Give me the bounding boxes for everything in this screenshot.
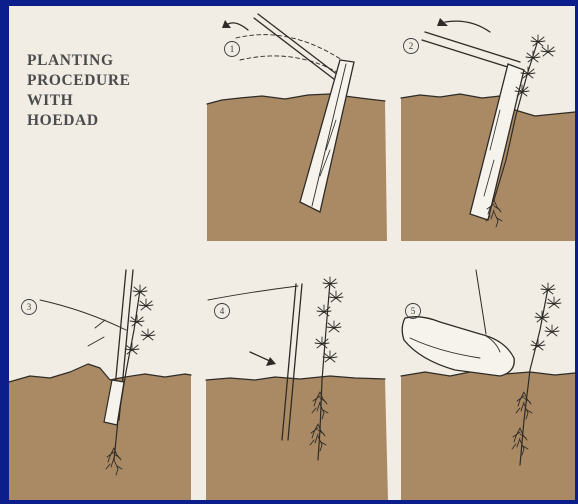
boot-icon: [402, 270, 514, 376]
step-5-number: 5: [411, 306, 416, 316]
step-2-panel: 2: [401, 18, 575, 241]
soil-block-3: [9, 364, 191, 500]
motion-arrow-icon: [222, 20, 248, 30]
step-1-panel: 1: [207, 14, 387, 241]
step-3-panel: 3: [9, 270, 191, 500]
swing-arc-1b: [240, 56, 350, 80]
step-1-number: 1: [230, 44, 235, 54]
motion-arrow-icon: [437, 18, 490, 32]
step-4-number: 4: [220, 306, 225, 316]
step-2-number: 2: [409, 41, 414, 51]
step-5-panel: 5: [401, 270, 575, 500]
soil-block-4: [206, 376, 388, 500]
soil-block-1: [207, 94, 387, 241]
step-4-panel: 4: [206, 277, 388, 500]
soil-block-5: [401, 371, 575, 500]
step-3-number: 3: [27, 302, 32, 312]
motion-arrow-icon: [250, 352, 276, 366]
